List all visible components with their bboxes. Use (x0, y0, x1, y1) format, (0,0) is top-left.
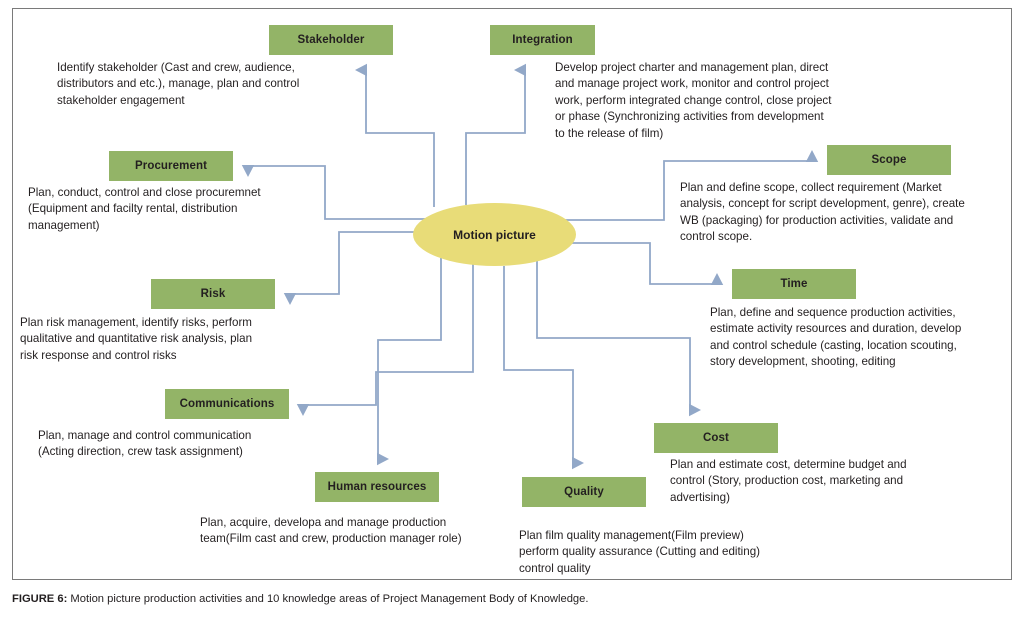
connector-quality (503, 266, 584, 470)
node-desc-cost: Plan and estimate cost, determine budget… (670, 458, 907, 504)
node-label-human-resources: Human resources (327, 481, 427, 493)
node-label-cost: Cost (703, 432, 729, 444)
node-label-procurement: Procurement (134, 160, 208, 172)
connector-procurement (241, 165, 455, 220)
connector-scope (537, 150, 819, 221)
node-desc-integration: Develop project charter and management p… (555, 61, 832, 140)
node-desc-procurement: Plan, conduct, control and close procure… (28, 186, 261, 232)
node-label-scope: Scope (871, 154, 907, 166)
center-node-motion-picture[interactable]: Motion picture (413, 203, 576, 266)
node-label-time: Time (780, 278, 808, 290)
node-box-human-resources[interactable]: Human resources (315, 472, 439, 502)
connector-integration (465, 63, 526, 205)
node-desc-time: Plan, define and sequence production act… (710, 306, 962, 369)
connector-layer (241, 63, 819, 470)
node-desc-communications: Plan, manage and control communication (… (38, 429, 252, 459)
connector-time (540, 242, 724, 285)
caption-label: FIGURE 6: (12, 593, 68, 605)
connector-stakeholder (355, 63, 435, 207)
node-box-time[interactable]: Time (732, 269, 856, 299)
node-box-scope[interactable]: Scope (827, 145, 951, 175)
connector-human-resources (377, 258, 442, 466)
node-label-communications: Communications (179, 398, 275, 410)
node-box-procurement[interactable]: Procurement (109, 151, 233, 181)
node-desc-stakeholder: Identify stakeholder (Cast and crew, aud… (57, 61, 300, 107)
node-label-risk: Risk (200, 288, 226, 300)
node-desc-quality: Plan film quality management(Film previe… (519, 529, 761, 575)
node-desc-risk: Plan risk management, identify risks, pe… (20, 316, 253, 362)
connector-communications (296, 262, 474, 416)
node-label-quality: Quality (564, 486, 604, 498)
center-node-label: Motion picture (453, 227, 536, 242)
connector-cost (536, 250, 701, 417)
caption-text: Motion picture production activities and… (67, 593, 589, 605)
figure-caption: FIGURE 6: Motion picture production acti… (12, 592, 1012, 607)
node-label-integration: Integration (512, 34, 573, 46)
node-desc-scope: Plan and define scope, collect requireme… (680, 181, 965, 244)
node-label-stakeholder: Stakeholder (297, 34, 365, 46)
connector-risk (283, 231, 430, 305)
node-box-risk[interactable]: Risk (151, 279, 275, 309)
node-box-communications[interactable]: Communications (165, 389, 289, 419)
node-box-cost[interactable]: Cost (654, 423, 778, 453)
node-desc-human-resources: Plan, acquire, developa and manage produ… (200, 516, 462, 546)
node-box-integration[interactable]: Integration (490, 25, 595, 55)
node-box-stakeholder[interactable]: Stakeholder (269, 25, 393, 55)
node-box-quality[interactable]: Quality (522, 477, 646, 507)
